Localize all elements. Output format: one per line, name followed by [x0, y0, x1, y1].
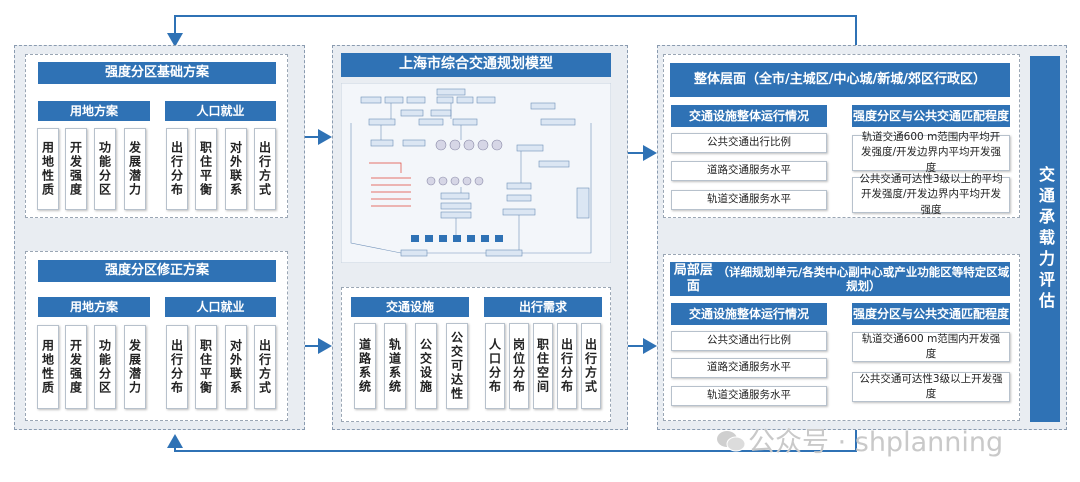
local-level-title-line1: 局部层面	[673, 262, 713, 294]
traffic-facility-item: 轨道系统	[384, 323, 406, 409]
revised-population-item: 对外联系	[225, 325, 247, 409]
base-land-use-item: 用地性质	[37, 128, 59, 210]
overall-ops-item: 公共交通出行比例	[671, 133, 827, 153]
local-ops-item: 轨道交通服务水平	[671, 386, 827, 406]
overall-level-title: 整体层面 （全市/主城区/中心城/新城/郊区行政区）	[670, 63, 1010, 97]
base-land-use-title: 用地方案	[38, 101, 150, 121]
revised-population-item: 出行方式	[254, 325, 276, 409]
overall-ops-item: 轨道交通服务水平	[671, 190, 827, 210]
overall-match-item: 公共交通可达性3级以上的平均开发强度/开发边界内平均开发强度	[852, 173, 1010, 216]
local-match-item: 公共交通可达性3级以上开发强度	[852, 372, 1010, 402]
local-level-title-line2: （详细规划单元/各类中心副中心或产业功能区等特定区域规划）	[717, 264, 1010, 293]
overall-match-item: 轨道交通600 m范围内平均开发强度/开发边界内平均开发强度	[852, 131, 1010, 174]
travel-demand-item: 人口分布	[485, 323, 505, 409]
travel-demand-item: 岗位分布	[509, 323, 529, 409]
base-land-use-item: 发展潜力	[124, 128, 146, 210]
travel-demand-item: 职住空间	[533, 323, 553, 409]
base-population-item: 职住平衡	[195, 128, 217, 210]
base-population-item: 出行分布	[166, 128, 188, 210]
base-scheme-title: 强度分区基础方案	[38, 62, 276, 84]
overall-ops-title: 交通设施整体运行情况	[671, 105, 827, 127]
overall-level-title-line2: （全市/主城区/中心城/新城/郊区行政区）	[746, 71, 986, 87]
revised-population-title: 人口就业	[165, 297, 276, 317]
revised-land-use-item: 开发强度	[65, 325, 87, 409]
traffic-facilities-title: 交通设施	[351, 297, 469, 317]
revised-population-item: 职住平衡	[195, 325, 217, 409]
base-land-use-item: 功能分区	[94, 128, 116, 210]
local-match-item: 轨道交通600 m范围内开发强度	[852, 332, 1010, 362]
watermark-text: 公众号 · shplanning	[748, 427, 1004, 458]
local-match-title: 强度分区与公共交通匹配程度	[852, 303, 1010, 325]
bottom-feedback-arrow	[167, 430, 857, 452]
base-land-use-item: 开发强度	[65, 128, 87, 210]
wechat-icon	[716, 429, 746, 452]
model-flowchart	[341, 83, 611, 263]
overall-match-title: 强度分区与公共交通匹配程度	[852, 105, 1010, 127]
watermark: 公众号 · shplanning	[716, 420, 1003, 459]
overall-ops-item: 道路交通服务水平	[671, 161, 827, 181]
travel-demand-title: 出行需求	[484, 297, 602, 317]
capacity-assessment-label: 交通承载力评估	[1030, 56, 1060, 422]
revised-land-use-title: 用地方案	[38, 297, 150, 317]
travel-demand-item: 出行方式	[581, 323, 601, 409]
model-title: 上海市综合交通规划模型	[341, 53, 611, 77]
revised-population-item: 出行分布	[166, 325, 188, 409]
traffic-facility-item: 道路系统	[354, 323, 376, 409]
traffic-facility-item: 公交可达性	[446, 323, 468, 409]
base-population-item: 出行方式	[254, 128, 276, 210]
local-ops-item: 道路交通服务水平	[671, 358, 827, 378]
revised-scheme-title: 强度分区修正方案	[38, 260, 276, 282]
base-population-item: 对外联系	[225, 128, 247, 210]
base-population-title: 人口就业	[165, 101, 276, 121]
top-feedback-arrow	[167, 15, 857, 47]
local-ops-item: 公共交通出行比例	[671, 331, 827, 351]
local-level-title: 局部层面 （详细规划单元/各类中心副中心或产业功能区等特定区域规划）	[670, 262, 1010, 296]
local-ops-title: 交通设施整体运行情况	[671, 303, 827, 325]
overall-level-title-line1: 整体层面	[693, 71, 746, 87]
traffic-facility-item: 公交设施	[415, 323, 437, 409]
revised-land-use-item: 用地性质	[37, 325, 59, 409]
revised-land-use-item: 发展潜力	[124, 325, 146, 409]
travel-demand-item: 出行分布	[557, 323, 577, 409]
revised-land-use-item: 功能分区	[94, 325, 116, 409]
